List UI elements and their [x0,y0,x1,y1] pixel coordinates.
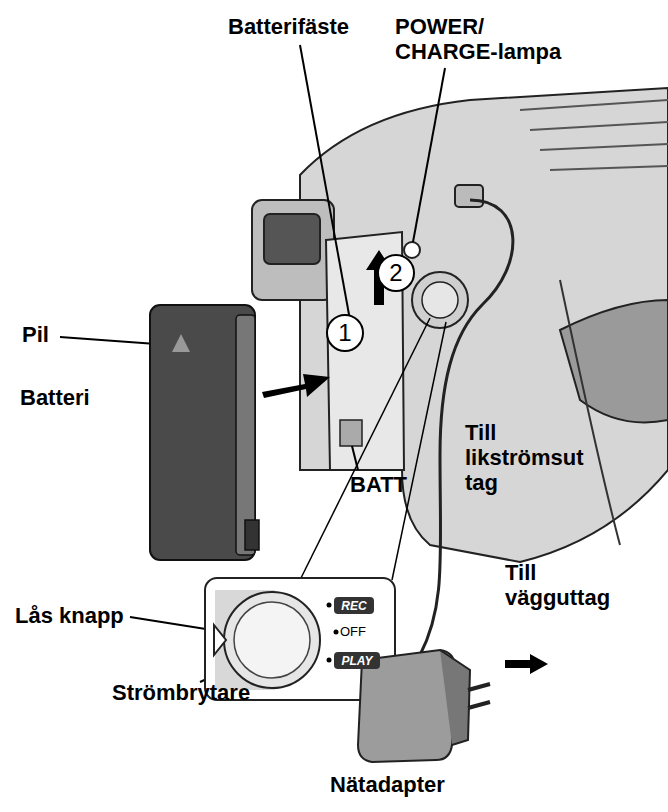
mode-badge: REC [334,597,374,614]
battery [150,305,255,560]
lock-button [214,625,226,655]
node-text: 1 [338,319,351,347]
dc-plug [455,185,483,207]
battery-side [236,315,255,555]
leader-line [130,617,212,630]
node-text: REC [341,599,366,613]
plug-prong [468,702,490,708]
callout-circle: 2 [377,254,415,292]
insert-arrow [262,374,330,398]
part-label: Till likströmsut tag [465,420,595,495]
callout-circle: 1 [326,314,364,352]
part-label: BATT [350,472,407,497]
camera-body [300,88,668,562]
body-edge [560,280,620,545]
part-label: Batteri [20,385,90,410]
adapter-side [440,650,470,745]
power-switch-dial [224,592,320,688]
part-label: Lås knapp [15,603,124,628]
part-label: Nätadapter [330,772,445,797]
battery-arrow-mark [172,334,190,352]
position-dot [334,630,339,635]
power-switch-center [234,602,310,678]
viewfinder [252,200,334,300]
wall-arrow [505,654,548,674]
plug-prong [468,684,490,690]
batt-release-button [340,420,362,446]
eyepiece [264,214,320,264]
part-label: Batterifäste [228,14,349,39]
node-text: 2 [389,259,402,287]
node-text: PLAY [341,654,372,668]
battery-mount [326,232,404,470]
power-dial-center [422,282,458,318]
zoom-line [392,322,446,580]
body-grille [520,100,668,170]
power-dial [412,272,468,328]
switch-position: OFF [340,624,366,640]
hand-strap [560,300,668,423]
position-dot [327,603,332,608]
position-dot [327,658,332,663]
zoom-line [300,318,430,580]
power-charge-lamp [404,242,420,258]
part-label: Pil [22,322,49,347]
part-label: POWER/ CHARGE-lampa [395,14,585,64]
battery-tab [245,520,259,550]
part-label: Till vägguttag [505,560,620,610]
leader-line [300,45,350,320]
leader-line [413,68,445,242]
part-label: Strömbrytare [112,680,250,705]
mode-badge: PLAY [334,652,380,669]
